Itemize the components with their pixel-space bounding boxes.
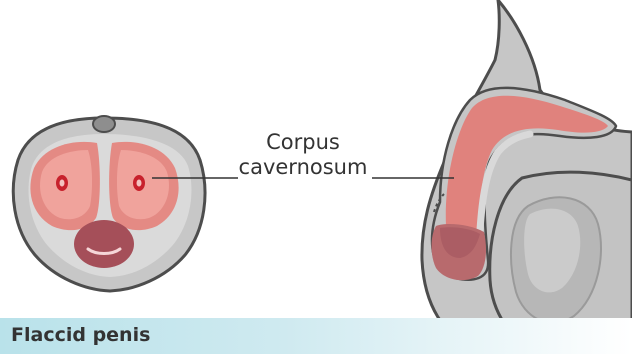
corpus-spongiosum [74, 220, 134, 268]
label-line-2: cavernosum [228, 155, 378, 180]
corpus-cavernosum-label: Corpus cavernosum [228, 130, 378, 180]
label-line-1: Corpus [228, 130, 378, 155]
left-artery-lumen [60, 180, 65, 187]
dorsal-vein [93, 116, 115, 132]
figure-caption: Flaccid penis [11, 324, 150, 346]
right-artery-lumen [137, 180, 142, 187]
cross-section [13, 116, 205, 291]
side-view [422, 0, 632, 354]
caption-bar: Flaccid penis [0, 318, 632, 354]
